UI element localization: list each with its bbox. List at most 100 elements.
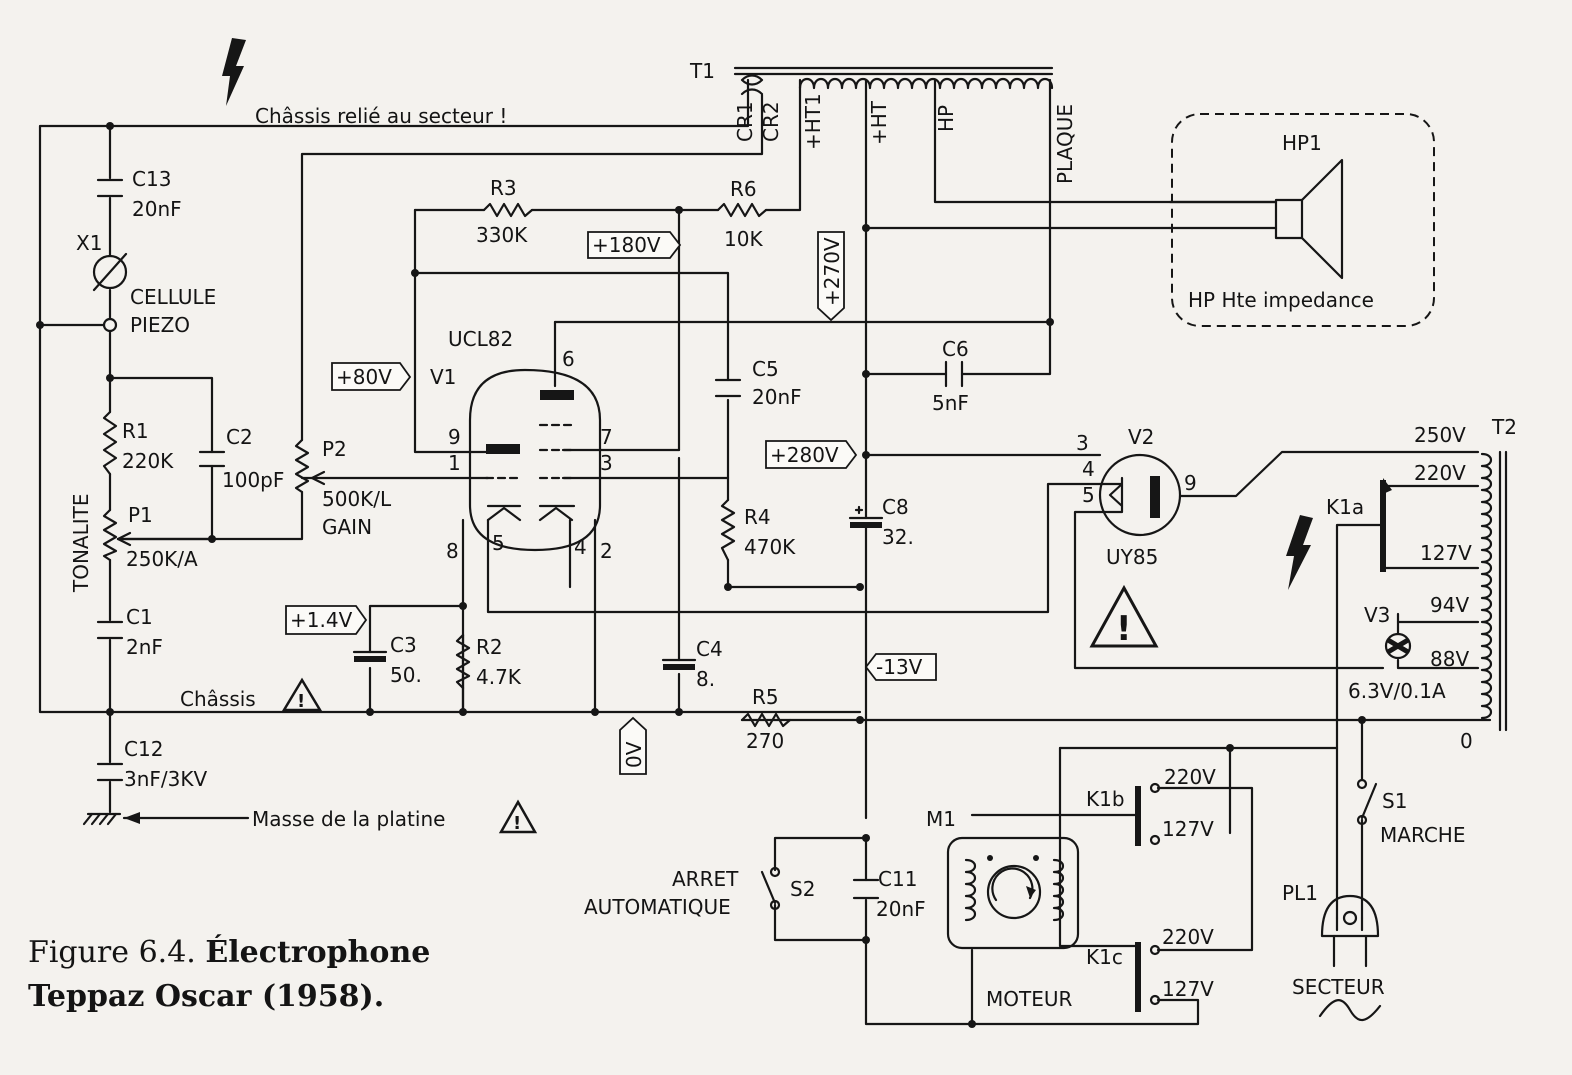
svg-text:94V: 94V: [1430, 593, 1469, 617]
t1-pin-ht1: +HT1: [801, 93, 825, 150]
t1-ref: T1: [689, 59, 715, 83]
svg-text:127V: 127V: [1162, 977, 1214, 1001]
voltage-tag-180: +180V: [587, 231, 682, 259]
capacitor-c11: C11 20nF: [852, 867, 926, 921]
c12-ref: C12: [124, 737, 163, 761]
svg-text:MARCHE: MARCHE: [1380, 823, 1465, 847]
r3-value: 330K: [476, 223, 528, 247]
transformer-t2: T2 250V 220V 127V 94V 88V 6.3V/0.1A 0: [1348, 415, 1517, 753]
svg-text:220V: 220V: [1164, 765, 1216, 789]
svg-text:+80V: +80V: [336, 365, 392, 389]
svg-text:R2: R2: [476, 635, 503, 659]
capacitor-c1: C1 2nF: [96, 605, 163, 659]
svg-text:220V: 220V: [1414, 461, 1466, 485]
svg-text:V3: V3: [1364, 603, 1390, 627]
chassis-label: Châssis: [180, 687, 256, 711]
transformer-t1: T1 CR1 CR2 +HT1 +HT HP PLAQUE: [689, 59, 1077, 184]
r6-ref: R6: [730, 177, 757, 201]
svg-text:3: 3: [1076, 431, 1089, 455]
svg-text:+280V: +280V: [770, 443, 839, 467]
svg-text:M1: M1: [926, 807, 956, 831]
svg-text:!: !: [513, 813, 521, 834]
resistor-r2: R2 4.7K: [455, 633, 522, 690]
speaker-ref: HP1: [1282, 131, 1322, 155]
capacitor-c13: C13 20nF: [96, 167, 182, 221]
p1-ref: P1: [128, 503, 153, 527]
junction-dots: [36, 122, 1366, 1028]
t1-pin-ht: +HT: [867, 100, 891, 145]
capacitor-c6: C6 5nF: [932, 337, 969, 415]
tone-label: TONALITE: [69, 494, 93, 594]
svg-text:K1c: K1c: [1086, 945, 1123, 969]
resistor-r3: R3 330K: [476, 176, 534, 247]
r6-value: 10K: [724, 227, 763, 251]
v1-ref: V1: [430, 365, 456, 389]
svg-text:127V: 127V: [1420, 541, 1472, 565]
svg-text:+270V: +270V: [820, 237, 844, 306]
resistor-r1: R1 220K: [102, 410, 174, 476]
svg-text:C11: C11: [878, 867, 917, 891]
svg-text:3: 3: [600, 451, 613, 475]
svg-text:2: 2: [600, 539, 613, 563]
svg-text:!: !: [297, 691, 305, 712]
speaker-hp1: HP1 HP Hte impedance: [1168, 113, 1435, 327]
p1-value: 250K/A: [126, 547, 198, 571]
chassis-mains-warning: Châssis relié au secteur !: [255, 104, 507, 128]
svg-text:250V: 250V: [1414, 423, 1466, 447]
potentiometer-p1: P1 250K/A TONALITE: [69, 494, 198, 594]
svg-text:4: 4: [1082, 457, 1095, 481]
svg-text:6: 6: [562, 347, 575, 371]
svg-text:0: 0: [1460, 729, 1473, 753]
voltage-tag-0: 0V: [619, 716, 647, 775]
c2-ref: C2: [226, 425, 253, 449]
warning-icon: !: [498, 799, 538, 834]
capacitor-c5: C5 20nF: [714, 357, 802, 409]
motor-m1: M1 MOTEUR: [926, 807, 1080, 1011]
c1-value: 2nF: [126, 635, 163, 659]
svg-text:C8: C8: [882, 495, 909, 519]
tube-v1: UCL82 V1 6 9 1 7 3 8 5 4 2: [430, 327, 613, 563]
piezo-cartridge-x1: X1 CELLULE PIEZO: [76, 231, 216, 337]
r1-value: 220K: [122, 449, 174, 473]
svg-text:4.7K: 4.7K: [476, 665, 522, 689]
p2-value: 500K/L: [322, 487, 392, 511]
tube-v2: V2 UY85 3 4 5 9: [1076, 425, 1197, 569]
lamp-v3: V3: [1364, 603, 1412, 660]
ground-icon: [82, 812, 122, 826]
capacitor-c4: C4 8.: [661, 637, 723, 691]
cartridge-line2: PIEZO: [130, 313, 190, 337]
masse-label: Masse de la platine: [252, 807, 445, 831]
svg-text:S1: S1: [1382, 789, 1407, 813]
svg-text:5: 5: [1082, 483, 1095, 507]
svg-text:6.3V/0.1A: 6.3V/0.1A: [1348, 679, 1446, 703]
c13-ref: C13: [132, 167, 171, 191]
svg-text:V2: V2: [1128, 425, 1154, 449]
resistor-r6: R6 10K: [716, 177, 768, 251]
caption-prefix: Figure 6.4.: [28, 935, 205, 970]
x1-ref: X1: [76, 231, 102, 255]
svg-text:7: 7: [600, 425, 613, 449]
svg-text:9: 9: [1184, 471, 1197, 495]
svg-text:127V: 127V: [1162, 817, 1214, 841]
svg-text:C5: C5: [752, 357, 779, 381]
svg-text:470K: 470K: [744, 535, 796, 559]
c13-value: 20nF: [132, 197, 182, 221]
svg-text:20nF: 20nF: [876, 897, 926, 921]
svg-text:8: 8: [446, 539, 459, 563]
c1-ref: C1: [126, 605, 153, 629]
voltage-tag-280: +280V: [765, 440, 858, 469]
figure-caption: Figure 6.4. Électrophone Teppaz Oscar (1…: [28, 934, 430, 1014]
svg-text:1: 1: [448, 451, 461, 475]
warning-icon: !: [281, 677, 323, 712]
svg-text:4: 4: [574, 535, 587, 559]
svg-text:MOTEUR: MOTEUR: [986, 987, 1072, 1011]
svg-text:9: 9: [448, 425, 461, 449]
svg-text:K1a: K1a: [1326, 495, 1364, 519]
relay-k1b: K1b 220V 127V: [1086, 765, 1216, 846]
svg-text:T2: T2: [1491, 415, 1517, 439]
svg-text:AUTOMATIQUE: AUTOMATIQUE: [584, 895, 731, 919]
caption-title-2: Teppaz Oscar (1958).: [28, 979, 384, 1014]
switch-s2: S2 ARRET AUTOMATIQUE: [584, 866, 815, 919]
svg-text:0V: 0V: [622, 741, 646, 768]
